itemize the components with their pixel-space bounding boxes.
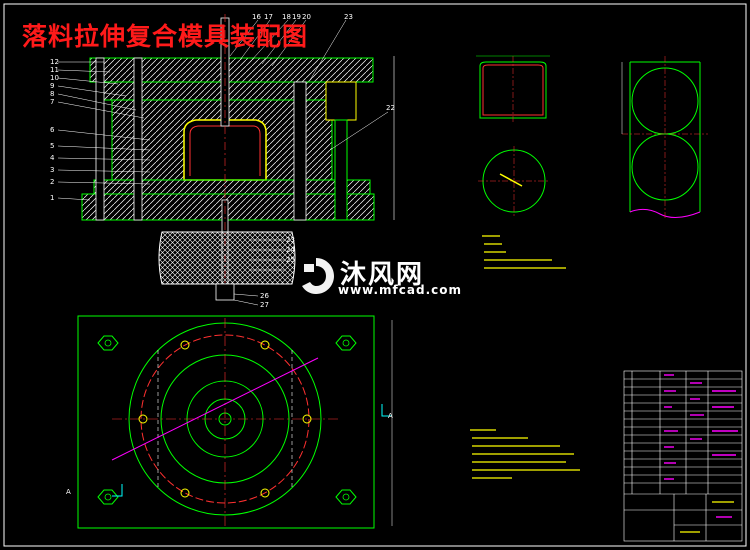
callout-3: 3 (50, 166, 54, 174)
callout-6: 6 (50, 126, 55, 134)
callout-5: 5 (50, 142, 54, 150)
callout-11: 11 (50, 66, 59, 74)
callout-17: 17 (264, 13, 273, 21)
callout-16: 16 (252, 13, 261, 21)
sheet-border (3, 3, 747, 547)
watermark-logo (302, 258, 334, 294)
watermark-brand: 沐风网 (340, 260, 425, 290)
plan-view (77, 315, 393, 529)
callout-12: 12 (50, 58, 59, 66)
callout-10: 10 (50, 74, 59, 82)
callout-23-top: 23 (344, 13, 353, 21)
callout-24: 24 (286, 246, 295, 254)
callout-4: 4 (50, 154, 55, 162)
callout-25: 25 (286, 256, 295, 264)
callout-23: 23 (286, 236, 295, 244)
callout-1: 1 (50, 194, 54, 202)
watermark-url: www.mfcad.com (338, 283, 462, 297)
notes-upper (482, 235, 566, 269)
callout-22: 22 (386, 104, 395, 112)
section-view (57, 14, 395, 306)
callout-19: 19 (292, 13, 301, 21)
callout-7: 7 (50, 98, 54, 106)
plan-dim-left-label: A (66, 488, 71, 496)
title-block-text (664, 374, 738, 518)
callout-2: 2 (50, 178, 54, 186)
callout-labels: 16 17 18 19 20 23 12 11 10 9 8 7 6 5 4 3… (50, 13, 395, 309)
callout-27: 27 (260, 301, 269, 309)
cup-detail (476, 55, 550, 124)
notes-lower (470, 429, 580, 479)
strip-layout (621, 56, 708, 218)
blank-detail (478, 146, 550, 216)
title-block (623, 370, 743, 542)
plan-dim-right-label: A (388, 412, 393, 420)
callout-26: 26 (260, 292, 269, 300)
drawing-title: 落料拉伸复合模具装配图 (22, 22, 309, 51)
callout-18: 18 (282, 13, 291, 21)
callout-8: 8 (50, 90, 54, 98)
callout-9: 9 (50, 82, 54, 90)
callout-20: 20 (302, 13, 311, 21)
